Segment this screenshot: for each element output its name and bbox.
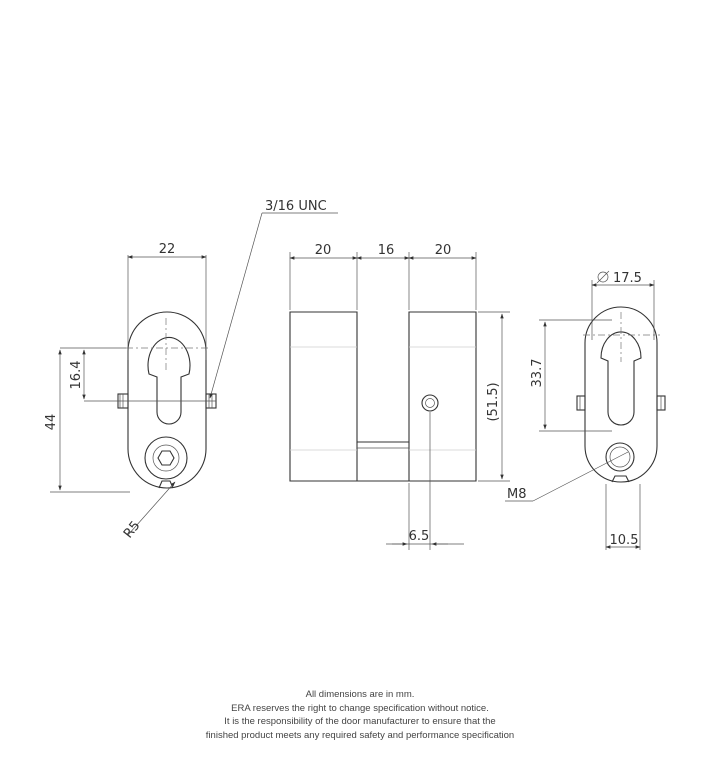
dim-right-diameter: 17.5: [613, 271, 642, 286]
left-dimensions: 22 16.4 44 R5 3/16 UNC: [44, 199, 338, 541]
left-screw-hole: [144, 436, 188, 480]
right-keyway: [600, 331, 642, 426]
dim-mid-screw-offset: 6.5: [409, 529, 430, 544]
middle-dimensions: 20 16 20 (51.5) 6.5: [289, 243, 510, 550]
dim-left-cam-height: 16.4: [69, 361, 84, 390]
right-thread-hole: [605, 442, 635, 472]
left-end-view: [84, 311, 217, 489]
hex-socket-icon: [157, 450, 175, 466]
dim-left-total-height: 44: [44, 414, 59, 431]
dim-thread-callout: 3/16 UNC: [265, 199, 327, 214]
middle-side-view: [289, 311, 477, 482]
dim-mid-body-left: 20: [315, 243, 332, 258]
right-dimensions: 17.5 33.7 M8 10.5: [505, 270, 655, 550]
note-line: It is the responsibility of the door man…: [224, 716, 496, 727]
right-end-view: [576, 306, 666, 483]
dim-right-width: 10.5: [610, 533, 639, 548]
dim-mid-slot: 16: [378, 243, 395, 258]
note-line: All dimensions are in mm.: [305, 689, 415, 700]
dim-mid-body-right: 20: [435, 243, 452, 258]
right-grub-screw-left: [576, 395, 586, 411]
dim-mid-height: (51.5): [486, 382, 501, 421]
right-grub-screw-right: [656, 395, 666, 411]
note-line: ERA reserves the right to change specifi…: [231, 702, 489, 714]
note-line: finished product meets any required safe…: [205, 729, 515, 741]
right-outer-profile: [584, 306, 658, 483]
middle-screw-hole: [421, 394, 439, 412]
left-outer-profile: [127, 311, 207, 489]
left-keyway: [147, 336, 191, 425]
dim-right-thread: M8: [507, 487, 527, 502]
dim-left-width: 22: [159, 242, 176, 257]
diameter-icon: [597, 271, 609, 283]
middle-body-outline: [289, 311, 477, 482]
footer-notes: All dimensions are in mm. ERA reserves t…: [0, 688, 720, 742]
dim-right-height: 33.7: [530, 359, 545, 388]
